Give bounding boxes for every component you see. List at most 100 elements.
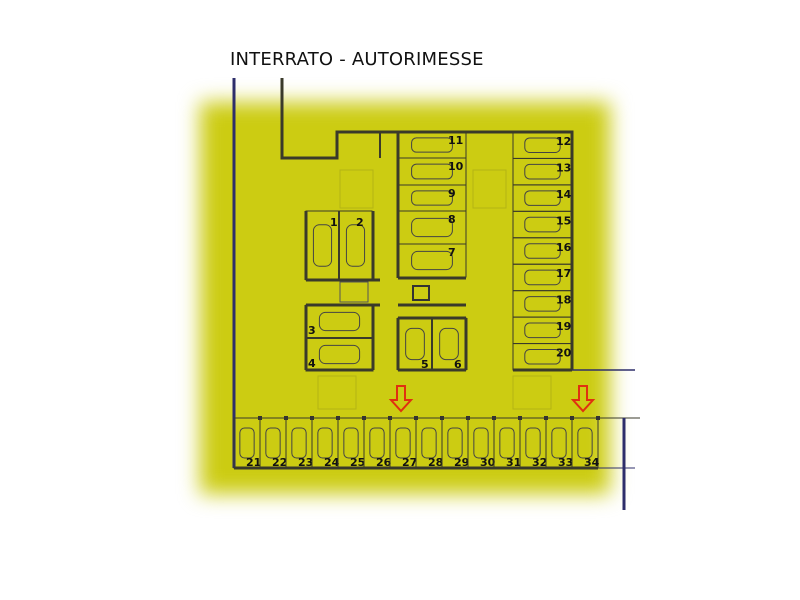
- spot-number: 21: [246, 456, 261, 469]
- parking-spot-6: 6: [431, 317, 467, 371]
- car-icon: [312, 224, 333, 267]
- parking-spot-2: 2: [338, 210, 373, 281]
- car-icon: [577, 427, 593, 459]
- car-icon: [405, 327, 425, 361]
- parking-spot-15: 15: [512, 210, 573, 239]
- spot-number: 1: [330, 216, 338, 229]
- spot-number: 7: [448, 246, 456, 259]
- spot-number: 12: [556, 135, 571, 148]
- spot-number: 20: [556, 347, 572, 360]
- parking-spot-28: 28: [415, 417, 443, 469]
- parking-spot-18: 18: [512, 290, 573, 318]
- car-icon: [524, 243, 561, 259]
- parking-spot-32: 32: [519, 417, 547, 469]
- parking-spot-26: 26: [363, 417, 392, 469]
- car-icon: [524, 296, 561, 312]
- parking-spot-33: 33: [545, 417, 573, 469]
- spot-number: 14: [556, 188, 572, 201]
- parking-spot-7: 7: [397, 243, 467, 278]
- spot-number: 33: [558, 456, 573, 469]
- car-icon: [525, 427, 541, 459]
- parking-spot-17: 17: [512, 263, 573, 292]
- parking-spot-13: 13: [512, 157, 573, 186]
- spot-number: 23: [298, 456, 313, 469]
- spot-number: 13: [556, 161, 571, 174]
- parking-spot-11: 11: [397, 131, 467, 159]
- spot-number: 18: [556, 294, 571, 307]
- car-icon: [524, 163, 561, 180]
- parking-spot-14: 14: [512, 184, 573, 212]
- car-icon: [439, 327, 459, 361]
- parking-spot-34: 34: [571, 417, 600, 469]
- car-icon: [239, 427, 255, 459]
- spot-number: 34: [584, 456, 600, 469]
- car-icon: [524, 349, 561, 365]
- spot-number: 2: [356, 216, 364, 229]
- parking-spot-25: 25: [337, 417, 365, 469]
- car-icon: [291, 427, 307, 459]
- parking-spot-16: 16: [512, 237, 573, 265]
- parking-spot-3: 3: [305, 304, 374, 339]
- car-icon: [343, 427, 359, 459]
- car-icon: [318, 344, 361, 365]
- car-icon: [411, 190, 453, 206]
- parking-spot-8: 8: [397, 210, 467, 245]
- parking-spot-30: 30: [467, 417, 496, 469]
- car-icon: [411, 137, 453, 153]
- car-icon: [369, 427, 385, 459]
- spot-number: 28: [428, 456, 443, 469]
- spot-number: 11: [448, 134, 463, 147]
- pillar: [596, 416, 600, 420]
- parking-spot-29: 29: [441, 417, 469, 469]
- spot-number: 27: [402, 456, 417, 469]
- parking-spot-22: 22: [259, 417, 287, 469]
- spot-number: 26: [376, 456, 392, 469]
- car-icon: [411, 163, 453, 180]
- spot-number: 9: [448, 187, 456, 200]
- car-icon: [524, 190, 561, 206]
- car-icon: [265, 427, 281, 459]
- spot-number: 25: [350, 456, 365, 469]
- spot-number: 3: [308, 324, 316, 337]
- spot-number: 19: [556, 320, 571, 333]
- car-icon: [524, 269, 561, 286]
- entrance-arrows: [388, 385, 596, 413]
- car-icon: [473, 427, 489, 459]
- parking-spot-9: 9: [397, 184, 467, 212]
- parking-spot-1: 1: [305, 210, 340, 281]
- parking-spot-24: 24: [311, 417, 340, 469]
- car-icon: [551, 427, 567, 459]
- parking-spot-21: 21: [233, 417, 261, 469]
- outer-wall-top: [280, 78, 574, 370]
- car-icon: [318, 311, 361, 332]
- spot-number: 5: [421, 358, 429, 371]
- entrance-arrow-icon: [570, 385, 596, 413]
- car-icon: [395, 427, 411, 459]
- spot-number: 30: [480, 456, 496, 469]
- parking-spot-5: 5: [397, 317, 433, 371]
- car-icon: [524, 137, 561, 153]
- car-icon: [345, 224, 366, 267]
- spot-number: 16: [556, 241, 572, 254]
- spot-number: 24: [324, 456, 340, 469]
- spot-number: 15: [556, 214, 571, 227]
- car-icon: [524, 216, 561, 233]
- car-icon: [421, 427, 437, 459]
- entrance-arrow-icon: [388, 385, 414, 413]
- parking-spot-4: 4: [305, 337, 374, 372]
- car-icon: [411, 250, 453, 271]
- car-icon: [411, 217, 453, 238]
- spot-number: 32: [532, 456, 547, 469]
- parking-spot-31: 31: [493, 417, 521, 469]
- parking-spot-19: 19: [512, 316, 573, 345]
- spot-number: 31: [506, 456, 521, 469]
- spot-number: 10: [448, 160, 464, 173]
- spot-number: 17: [556, 267, 571, 280]
- walls: [232, 78, 640, 510]
- parking-spot-27: 27: [389, 417, 417, 469]
- car-icon: [317, 427, 333, 459]
- spot-number: 6: [454, 358, 462, 371]
- car-icon: [447, 427, 463, 459]
